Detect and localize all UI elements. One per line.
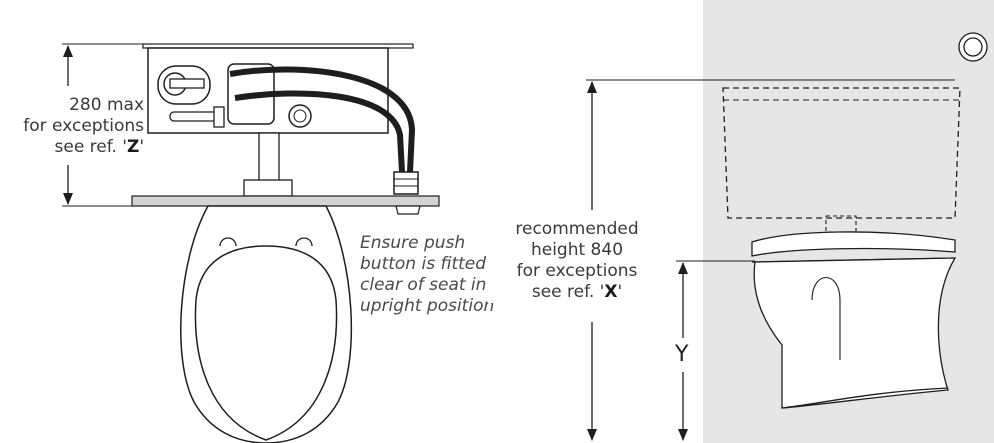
height-280-label: 280 max for exceptions see ref. 'Z'	[4, 95, 144, 158]
push-button-collar	[393, 171, 419, 195]
rec-line1: recommended	[515, 219, 639, 239]
arrow-up-icon	[63, 45, 73, 57]
height-280-line3: see ref. 'Z'	[4, 137, 145, 158]
cistern-pipe-dashed	[825, 215, 857, 233]
height-280-line1: 280 max	[69, 95, 144, 115]
support-pillar	[258, 132, 280, 182]
side-bowl	[753, 257, 957, 409]
note-line-1: Ensure push	[360, 233, 466, 253]
float-rod	[169, 111, 219, 122]
arrow-down-icon	[678, 429, 688, 441]
rec-line2: height 840	[530, 240, 624, 260]
float-tip	[213, 106, 225, 128]
note-line-3: clear of seat in	[360, 275, 487, 295]
note-line-2: button is fitted	[360, 254, 487, 274]
valve-lever	[169, 78, 205, 89]
hose-inner	[234, 90, 405, 173]
bowl-trap-curve	[811, 276, 841, 360]
bowl-base-edge	[781, 387, 949, 409]
arrow-up-icon	[678, 262, 688, 274]
arrow-up-icon	[587, 81, 597, 93]
height-280-line2: for exceptions	[23, 116, 144, 136]
seat-plate	[131, 195, 440, 207]
connector-port-inner	[293, 109, 307, 123]
rec-line4: see ref. 'X'	[488, 282, 666, 303]
ref-prefix: see ref. '	[54, 137, 127, 157]
hose-outer	[229, 66, 416, 173]
push-button-note: Ensure push button is fitted clear of se…	[360, 233, 560, 317]
recommended-height-label: recommended height 840 for exceptions se…	[488, 219, 666, 303]
side-seat	[751, 231, 956, 257]
ref-suffix: '	[139, 137, 144, 157]
note-line-4: upright position	[360, 296, 495, 316]
rec-line3: for exceptions	[516, 261, 638, 281]
ref-suffix: '	[617, 282, 623, 302]
hinge-right	[295, 237, 313, 247]
arrow-down-icon	[587, 429, 597, 441]
support-foot	[243, 179, 293, 197]
ref-prefix: see ref. '	[531, 282, 605, 302]
y-dimension-label: Y	[675, 342, 689, 367]
flush-button-inner	[963, 37, 983, 57]
seat-lid	[194, 245, 338, 441]
ref-z: Z	[126, 137, 140, 157]
hinge-left	[219, 237, 237, 247]
arrow-down-icon	[63, 193, 73, 205]
push-button-cap	[395, 205, 421, 215]
ref-x: X	[604, 282, 618, 302]
